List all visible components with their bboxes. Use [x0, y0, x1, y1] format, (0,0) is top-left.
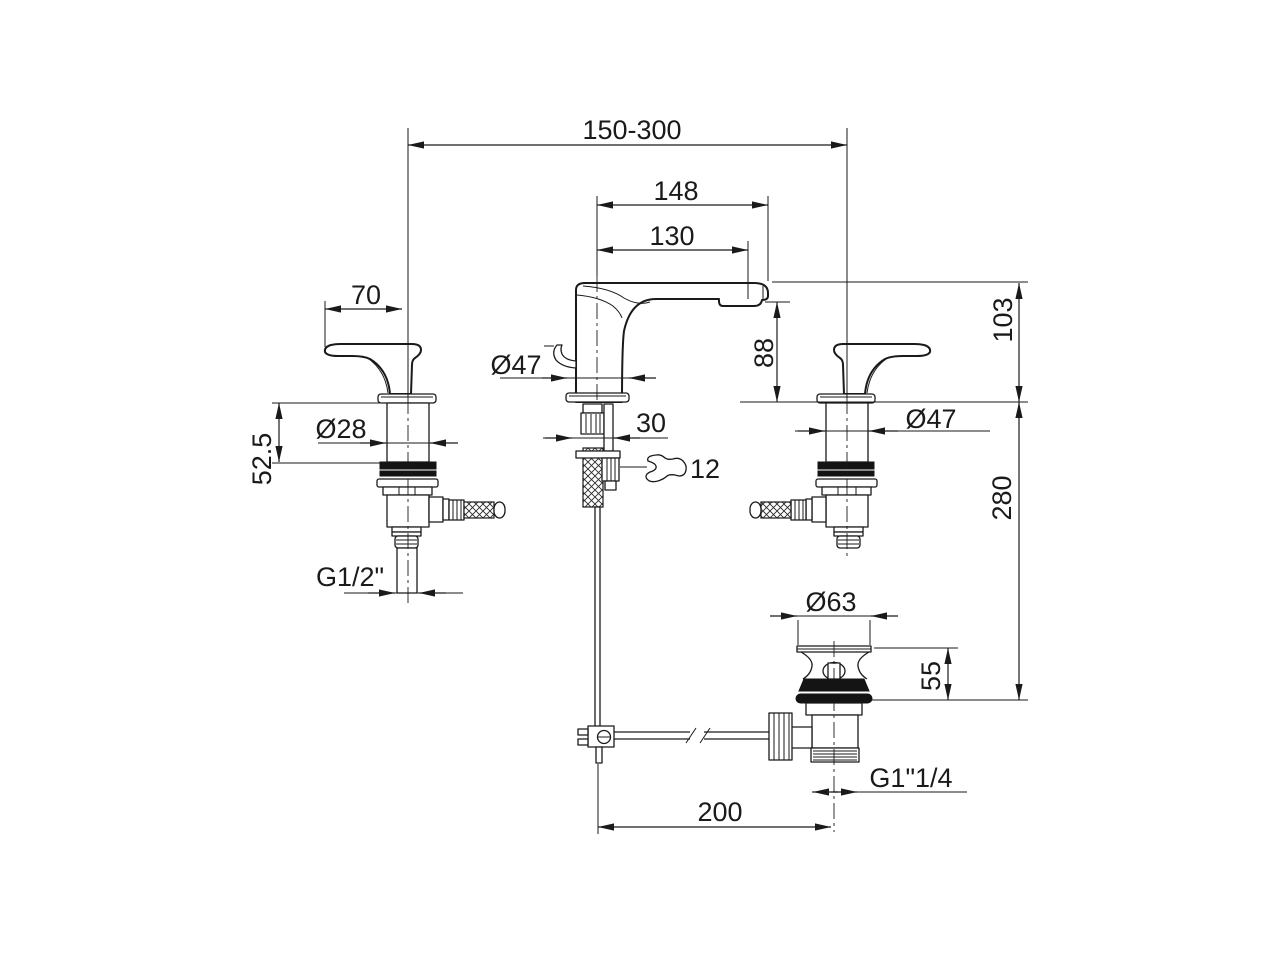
dim-hose-width-label: 30 [636, 408, 666, 438]
waste-body-lower [811, 714, 859, 749]
spout-outline [575, 282, 769, 403]
dim-rod-offset-label: 200 [697, 797, 742, 827]
left-hose-port [428, 496, 444, 523]
right-oring-lower [817, 470, 875, 477]
dim-waste-height-label: 55 [916, 661, 946, 691]
mounting-plate [575, 450, 621, 459]
mounting-stud [603, 403, 614, 452]
dim-spread-label: 150-300 [582, 115, 681, 145]
clamp-screw [577, 728, 589, 736]
spout-escutcheon [565, 392, 630, 403]
left-tail-tube [396, 547, 418, 594]
dimension-annotations: 150-300 148 130 70 Ø47 Ø28 30 12 G1/2" Ø… [247, 115, 1028, 834]
supply-thread-label: G1/2" [316, 562, 384, 592]
left-braided-hose [463, 501, 495, 519]
dim-spout-height-label: 88 [749, 338, 779, 368]
dim-spout-base-dia-label: Ø47 [490, 350, 541, 380]
right-washer [815, 478, 878, 488]
dim-handle-length-label: 70 [351, 280, 381, 310]
waste-skirt [798, 678, 870, 692]
right-hose-port [811, 496, 827, 523]
waste-thread-label: G1"1/4 [869, 763, 952, 793]
waste-knurled-nut [768, 712, 793, 761]
dim-depth-label: 280 [987, 475, 1017, 520]
right-oring-upper [817, 461, 875, 470]
popup-rod-knob [553, 344, 577, 369]
dim-handle-base-dia-label: Ø47 [905, 404, 956, 434]
dim-shank-dia-label: Ø28 [315, 414, 366, 444]
wrench-size-label: 12 [690, 454, 720, 484]
dim-total-height-label: 103 [988, 297, 1018, 342]
spout-body [544, 276, 769, 508]
dim-underdeck-label: 52.5 [247, 433, 277, 486]
left-supply-thread [394, 535, 419, 549]
waste-rod-port [789, 726, 813, 749]
wrench-icon [620, 454, 687, 483]
dim-spout-total-label: 148 [653, 176, 698, 206]
right-handle-valve [749, 343, 932, 557]
pull-rod-linkage [577, 506, 769, 764]
popup-waste [768, 641, 873, 832]
left-lever [323, 343, 422, 395]
dim-spout-reach-label: 130 [649, 221, 694, 251]
left-handle-valve [323, 343, 506, 606]
right-braided-hose [760, 501, 792, 519]
spout-shank [580, 412, 605, 435]
left-washer [376, 478, 439, 488]
left-escutcheon [377, 393, 437, 404]
pull-rod [594, 506, 601, 728]
right-supply-thread [836, 535, 861, 549]
right-lever [833, 343, 932, 395]
dim-waste-dia-label: Ø63 [805, 587, 856, 617]
left-locknut [382, 486, 433, 496]
right-locknut [821, 486, 872, 496]
